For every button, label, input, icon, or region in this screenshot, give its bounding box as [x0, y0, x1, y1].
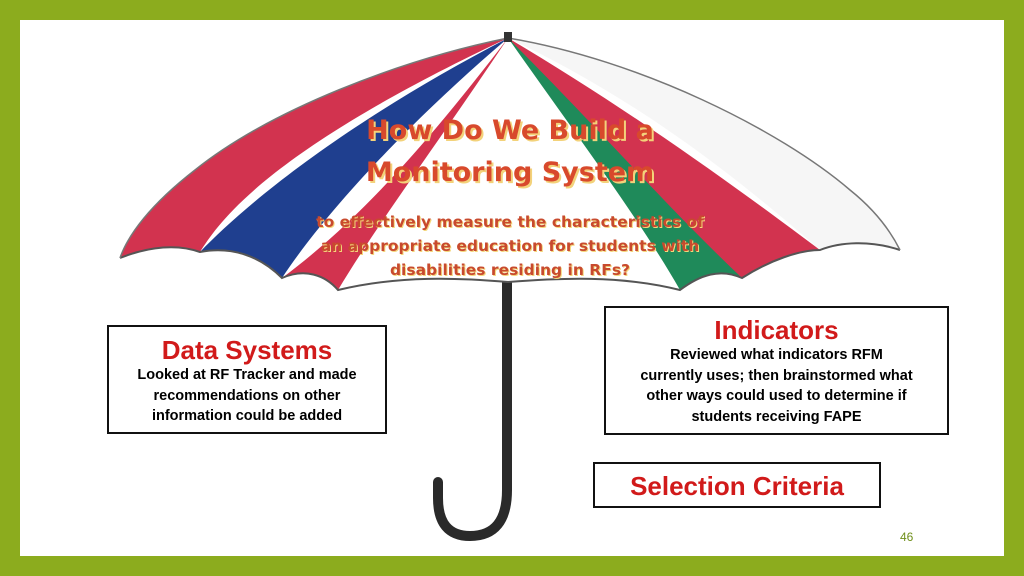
title-line-1: How Do We Build a	[366, 115, 654, 146]
data-systems-line-3: information could be added	[151, 408, 343, 424]
selection-criteria-heading: Selection Criteria	[630, 471, 844, 501]
subtitle-line-2: an appropriate education for students wi…	[320, 237, 700, 255]
indicators-line-3: other ways could used to determine if	[646, 388, 907, 404]
indicators-line-2: currently uses; then brainstormed what	[640, 367, 913, 384]
subtitle-line-3: disabilities residing in RFs?	[389, 261, 631, 279]
slide-title: How Do We Build a Monitoring System	[250, 110, 770, 194]
indicators-heading: Indicators	[714, 315, 839, 345]
data-systems-box: Data Systems Looked at RF Tracker and ma…	[107, 325, 387, 434]
indicators-line-1: Reviewed what indicators RFM	[670, 347, 883, 363]
data-systems-line-2: recommendations on other	[153, 387, 341, 404]
indicators-box: Indicators Reviewed what indicators RFM …	[604, 306, 949, 435]
title-line-2: Monitoring System	[365, 157, 655, 188]
data-systems-line-1: Looked at RF Tracker and made	[137, 367, 357, 383]
subtitle-line-1: to effectively measure the characteristi…	[316, 213, 704, 231]
selection-criteria-box: Selection Criteria	[593, 462, 881, 508]
umbrella-illustration	[119, 32, 901, 542]
slide: How Do We Build a Monitoring System to e…	[20, 20, 1004, 556]
slide-subtitle: to effectively measure the characteristi…	[290, 210, 730, 282]
page-number: 46	[900, 530, 914, 544]
indicators-line-4: students receiving FAPE	[691, 408, 862, 425]
data-systems-heading: Data Systems	[161, 335, 333, 365]
